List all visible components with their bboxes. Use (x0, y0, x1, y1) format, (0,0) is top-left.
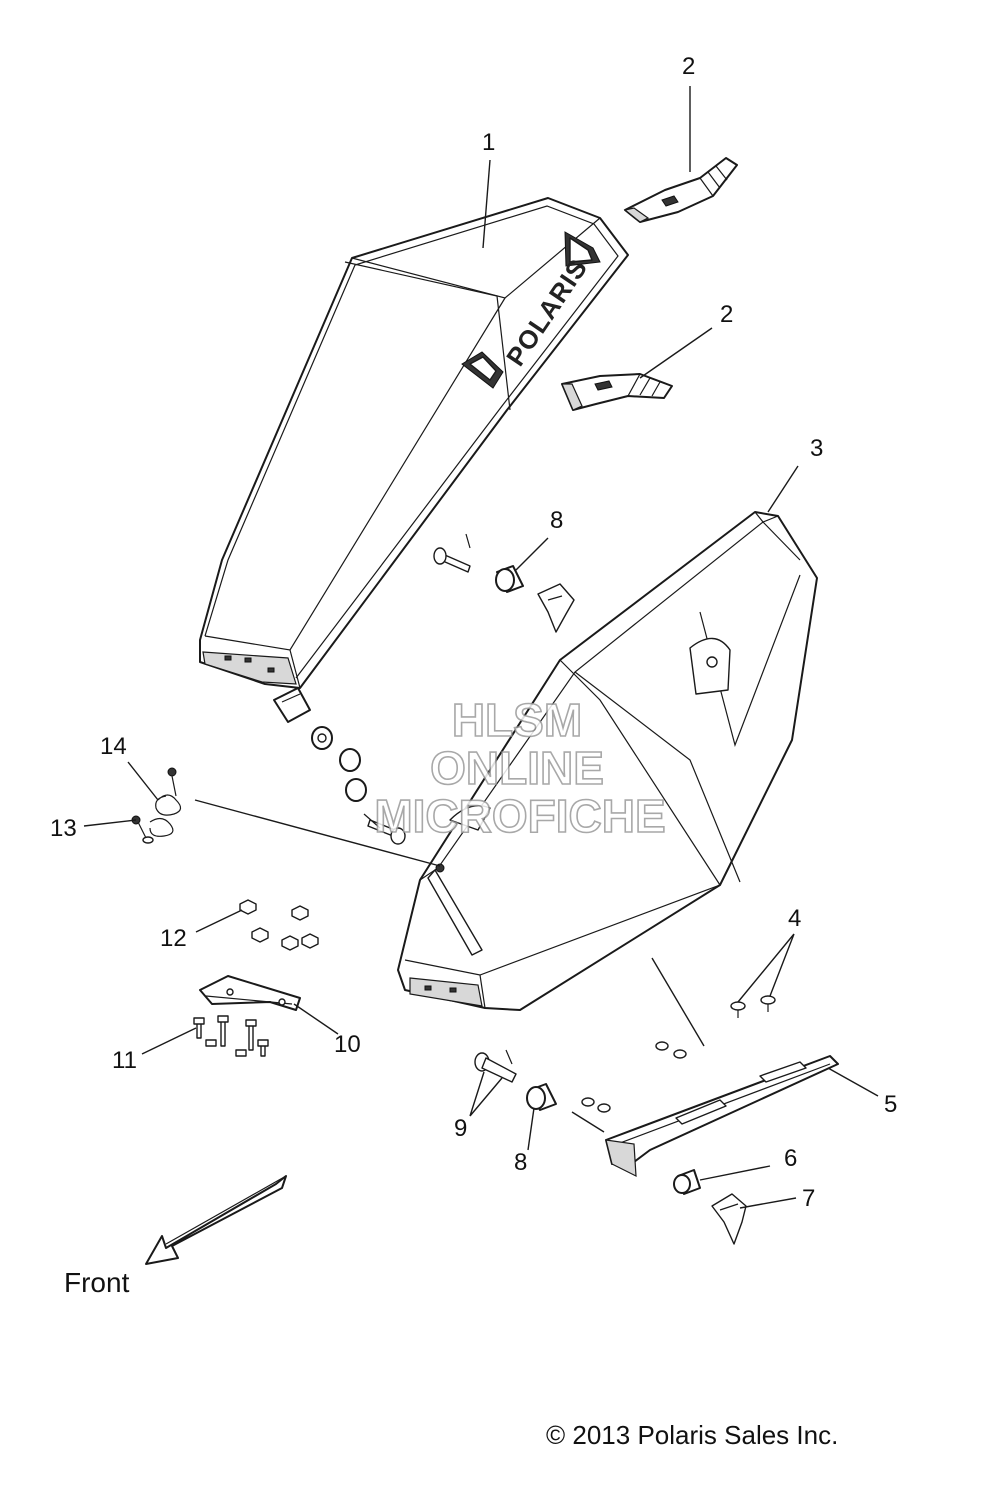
bracket-alignment-line-2 (571, 1111, 605, 1133)
clip-part-7 (711, 1193, 747, 1245)
callout-13: 13 (50, 815, 77, 842)
watermark-line-1: HLSM (452, 694, 582, 746)
front-direction-arrow (145, 1175, 287, 1265)
callout-leaders (83, 86, 879, 1209)
watermark-line-3: MICROFICHE (374, 790, 665, 842)
callout-7: 7 (802, 1185, 815, 1212)
watermark-line-2: ONLINE (430, 742, 604, 794)
spring-tension-line (194, 799, 441, 867)
bracket-part-5 (605, 1055, 839, 1178)
callout-3: 3 (810, 435, 823, 462)
hinge-pin-part-9 (474, 1049, 517, 1083)
bushing-part-8-upper (495, 565, 524, 593)
clip-upper (537, 583, 575, 633)
callout-11: 11 (112, 1047, 137, 1074)
bushing-part-8-lower (526, 1083, 557, 1111)
callout-1: 1 (482, 129, 495, 156)
screw-part-13 (131, 815, 154, 844)
callout-4: 4 (788, 905, 801, 932)
callout-9: 9 (454, 1115, 467, 1142)
box-part-3 (397, 511, 818, 1011)
spring-part-14 (149, 767, 182, 837)
callout-labels: 1 2 2 3 8 14 13 12 4 10 11 5 9 8 6 7 (50, 53, 897, 1212)
hinge-components-middle (273, 687, 406, 845)
latch-part-2-lower (561, 373, 673, 411)
hinge-pin-upper (433, 533, 471, 573)
screws-part-4 (581, 995, 776, 1113)
copyright-notice: © 2013 Polaris Sales Inc. (546, 1420, 838, 1450)
callout-2-lower: 2 (720, 301, 733, 328)
spacer-part-6 (673, 1169, 701, 1195)
callout-14: 14 (100, 733, 127, 760)
callout-2-upper: 2 (682, 53, 695, 80)
latch-part-2-upper (623, 157, 738, 223)
callout-5: 5 (884, 1091, 897, 1118)
callout-8-lower: 8 (514, 1149, 527, 1176)
bolts-part-11 (193, 1015, 269, 1057)
bracket-alignment-line (651, 957, 705, 1047)
front-label: Front (64, 1267, 130, 1298)
callout-8-upper: 8 (550, 507, 563, 534)
callout-10: 10 (334, 1031, 361, 1058)
callout-6: 6 (784, 1145, 797, 1172)
watermark: HLSM ONLINE MICROFICHE (374, 693, 667, 843)
nuts-part-12 (239, 899, 319, 951)
hinge-part-10 (199, 975, 301, 1011)
callout-12: 12 (160, 925, 187, 952)
